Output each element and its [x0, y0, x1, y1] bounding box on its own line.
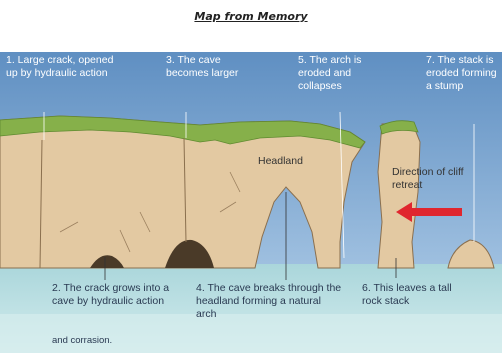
- page-title: Map from Memory: [0, 10, 502, 23]
- label-step5: 5. The arch is eroded and collapses: [298, 54, 394, 93]
- label-step1: 1. Large crack, opened up by hydraulic a…: [6, 54, 114, 80]
- label-step7: 7. The stack is eroded forming a stump: [426, 54, 500, 93]
- label-step6: 6. This leaves a tall rock stack: [362, 282, 472, 308]
- label-headland: Headland: [258, 155, 303, 168]
- label-step2-cont: and corrasion.: [52, 334, 112, 347]
- label-step4: 4. The cave breaks through the headland …: [196, 282, 344, 321]
- label-step2: 2. The crack grows into a cave by hydrau…: [52, 282, 178, 308]
- label-direction: Direction of cliff retreat: [392, 166, 476, 192]
- label-step3: 3. The cave becomes larger: [166, 54, 246, 80]
